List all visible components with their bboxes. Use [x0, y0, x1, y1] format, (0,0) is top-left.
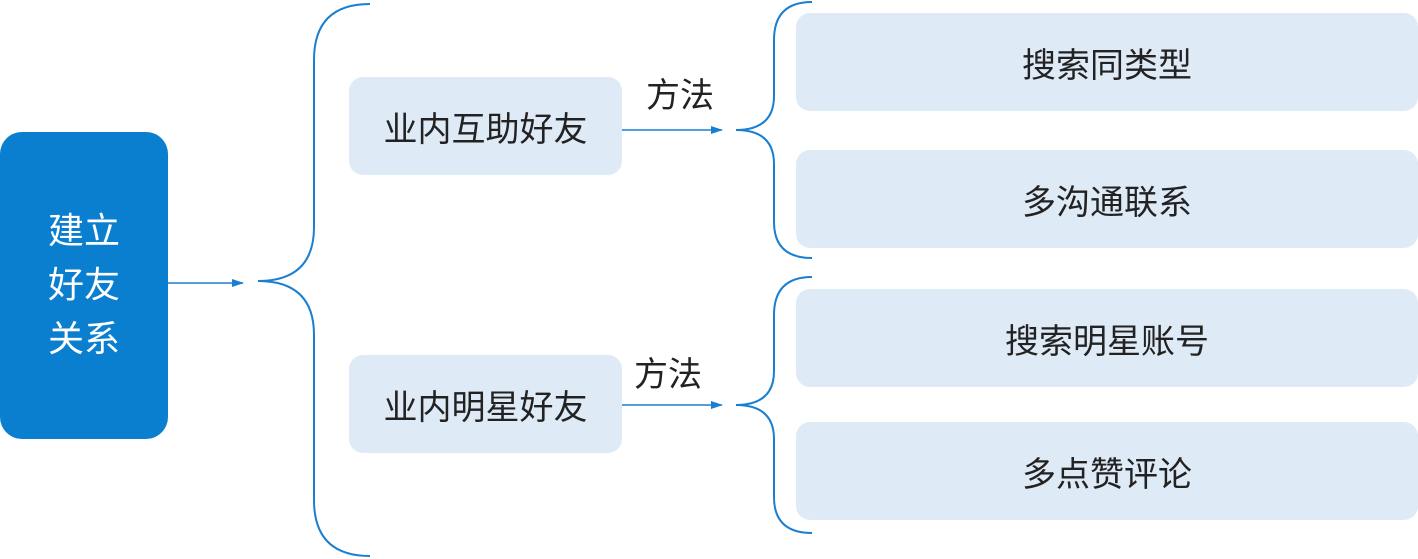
branch-node-1-label: 业内互助好友 [383, 109, 588, 150]
root-line-2: 好友 [47, 264, 120, 306]
leaf-node-4: 多点赞评论 [796, 422, 1418, 520]
leaf-node-1-label: 搜索同类型 [1022, 45, 1192, 86]
branch-2-brace [735, 276, 813, 534]
leaf-node-3: 搜索明星账号 [796, 289, 1418, 387]
edge-label-2: 方法 [634, 355, 702, 395]
root-line-3: 关系 [47, 318, 120, 360]
leaf-node-3-label: 搜索明星账号 [1005, 321, 1209, 362]
root-line-1: 建立 [47, 210, 120, 252]
branch-1-brace [735, 1, 813, 259]
edge-label-1: 方法 [646, 76, 714, 116]
branch-node-1: 业内互助好友 [349, 77, 622, 175]
leaf-node-1: 搜索同类型 [796, 13, 1418, 111]
leaf-node-2: 多沟通联系 [796, 150, 1418, 248]
root-node: 建立 好友 关系 [0, 132, 168, 439]
leaf-node-4-label: 多点赞评论 [1022, 454, 1192, 495]
branch-node-2-label: 业内明星好友 [383, 387, 588, 428]
leaf-node-2-label: 多沟通联系 [1022, 182, 1192, 223]
branch-node-2: 业内明星好友 [349, 355, 622, 453]
root-brace [257, 3, 371, 557]
